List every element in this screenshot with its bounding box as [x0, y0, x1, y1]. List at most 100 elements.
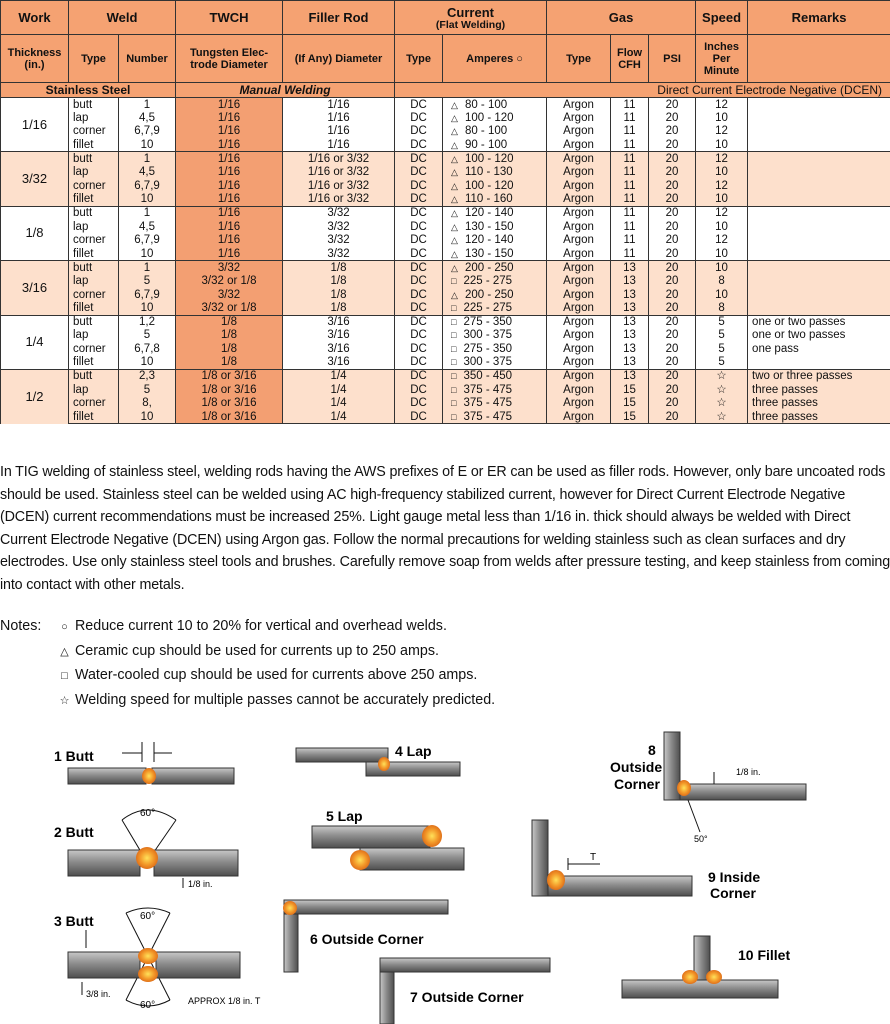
header-remarks-blank — [747, 34, 890, 83]
type-cell: butt — [68, 97, 119, 112]
number-cell: 5 — [117, 274, 177, 288]
speed-cell: 8 — [695, 301, 749, 316]
type-cell: corner — [68, 124, 119, 139]
amperes-cell: △90 - 100 — [442, 138, 548, 153]
remarks-cell — [747, 179, 890, 193]
filler-cell: 1/8 — [282, 260, 396, 275]
amperes-value: 275 - 350 — [463, 316, 513, 329]
remarks-cell — [747, 111, 890, 125]
type-cell: corner — [68, 396, 119, 411]
ctype-cell: DC — [394, 111, 444, 125]
ctype-cell: DC — [394, 410, 444, 425]
amperes-cell: △80 - 100 — [442, 124, 548, 139]
type-cell: butt — [68, 151, 119, 166]
twch-cell: 1/8 or 3/16 — [175, 396, 284, 411]
twch-cell: 1/16 — [175, 165, 284, 180]
note-item: ○ Reduce current 10 to 20% for vertical … — [58, 615, 558, 640]
remarks-cell — [747, 287, 890, 302]
twch-cell: 1/16 — [175, 233, 284, 248]
amperes-value: 350 - 450 — [463, 370, 513, 383]
gas-cell: Argon — [546, 124, 612, 139]
flow-cell: 13 — [610, 274, 650, 288]
flow-cell: 11 — [610, 233, 650, 248]
amperes-cell: □375 - 475 — [442, 410, 548, 425]
speed-cell: 10 — [695, 260, 749, 275]
header-filler-diameter: (If Any) Diameter — [282, 34, 396, 83]
triangle-icon: △ — [451, 235, 458, 246]
amperes-cell: △130 - 150 — [442, 219, 548, 234]
diagram-outside-corner-7: 7 Outside Corner — [379, 957, 551, 1024]
flow-cell: 15 — [610, 410, 650, 425]
header-current-type: Type — [394, 34, 444, 83]
speed-cell: 5 — [695, 314, 749, 329]
psi-cell: 20 — [648, 328, 697, 343]
ctype-cell: DC — [394, 165, 444, 180]
header-twch: TWCH — [175, 0, 284, 35]
psi-cell: 20 — [648, 410, 697, 425]
amperes-cell: △200 - 250 — [442, 287, 548, 302]
amperes-cell: △100 - 120 — [442, 111, 548, 125]
triangle-icon: △ — [451, 112, 458, 123]
flow-cell: 11 — [610, 179, 650, 193]
mode-label: Manual Welding — [175, 82, 396, 98]
amperes-value: 200 - 250 — [464, 261, 514, 274]
type-cell: fillet — [68, 192, 119, 207]
note-text: Ceramic cup should be used for currents … — [74, 642, 439, 659]
filler-cell: 1/4 — [282, 368, 396, 383]
flow-cell: 13 — [610, 355, 650, 370]
amperes-cell: △200 - 250 — [442, 260, 548, 275]
gas-cell: Argon — [546, 287, 612, 302]
twch-cell: 3/32 — [175, 287, 284, 302]
speed-cell: ☆ — [695, 410, 749, 425]
header-weld-number: Number — [117, 34, 177, 83]
square-icon: □ — [451, 384, 457, 395]
remarks-cell: one pass — [747, 342, 890, 356]
speed-cell: 12 — [695, 179, 749, 193]
psi-cell: 20 — [648, 368, 697, 383]
dimension-label: T — [590, 852, 596, 863]
number-cell: 5 — [117, 328, 177, 343]
type-cell: lap — [68, 328, 119, 343]
triangle-icon: △ — [451, 208, 458, 219]
diagram-label: 8 — [648, 742, 656, 758]
amperes-value: 200 - 250 — [464, 288, 514, 301]
psi-cell: 20 — [648, 260, 697, 275]
speed-cell: 10 — [695, 138, 749, 153]
remarks-cell: one or two passes — [747, 328, 890, 343]
amperes-value: 300 - 375 — [463, 329, 513, 342]
gas-cell: Argon — [546, 247, 612, 262]
gas-cell: Argon — [546, 97, 612, 112]
filler-cell: 3/32 — [282, 247, 396, 262]
psi-cell: 20 — [648, 138, 697, 153]
psi-cell: 20 — [648, 219, 697, 234]
remarks-cell — [747, 355, 890, 370]
number-cell: 6,7,9 — [117, 179, 177, 193]
number-cell: 10 — [117, 301, 177, 316]
filler-cell: 1/16 or 3/32 — [282, 179, 396, 193]
number-cell: 10 — [117, 247, 177, 262]
twch-cell: 1/16 — [175, 124, 284, 139]
gas-cell: Argon — [546, 368, 612, 383]
flow-cell: 13 — [610, 368, 650, 383]
header-weld: Weld — [67, 0, 177, 35]
dimension-label: 1/8 in. — [736, 767, 761, 777]
speed-cell: 5 — [695, 355, 749, 370]
filler-cell: 1/16 — [282, 111, 396, 125]
psi-cell: 20 — [648, 382, 697, 397]
diagram-inside-corner-9: T 9 Inside Corner — [531, 819, 760, 901]
speed-cell: 5 — [695, 328, 749, 343]
speed-cell: ☆ — [695, 368, 749, 383]
filler-cell: 3/16 — [282, 355, 396, 370]
type-cell: lap — [68, 219, 119, 234]
ctype-cell: DC — [394, 205, 444, 220]
remarks-cell — [747, 233, 890, 248]
psi-cell: 20 — [648, 124, 697, 139]
psi-cell: 20 — [648, 205, 697, 220]
